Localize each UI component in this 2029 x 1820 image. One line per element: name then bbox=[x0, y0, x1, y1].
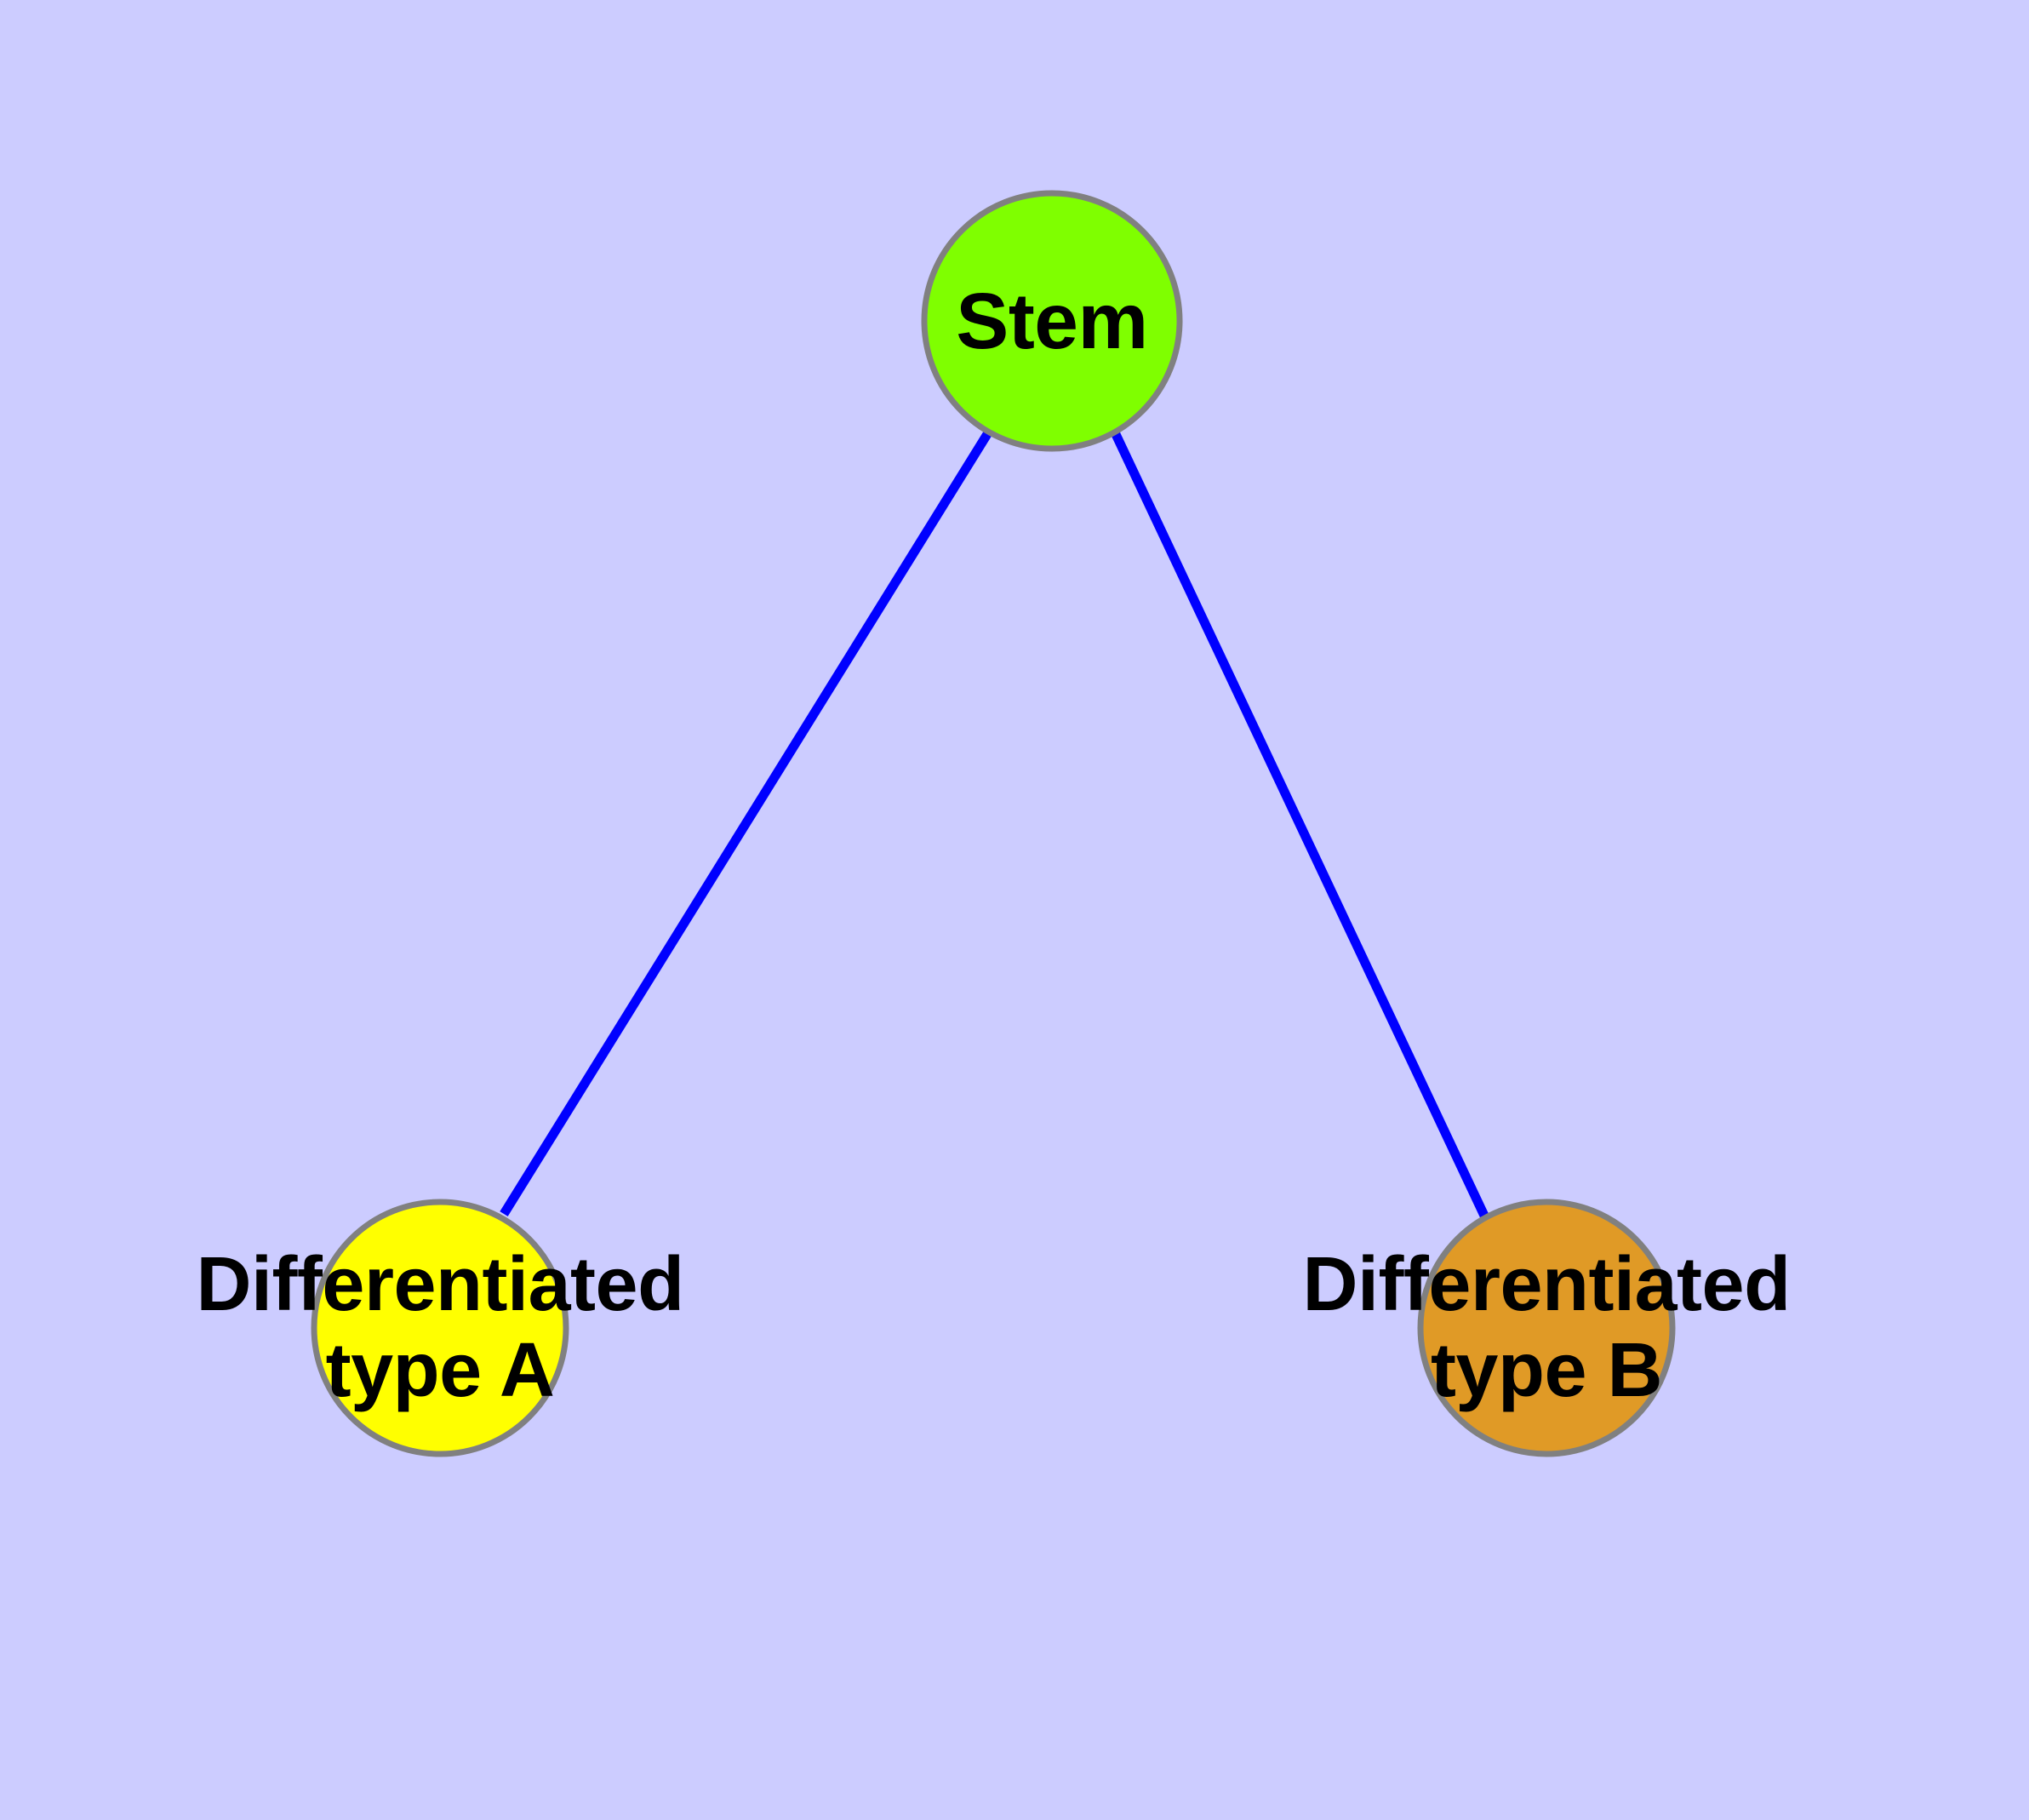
node-layer bbox=[311, 190, 1676, 1457]
edge-stem-to-diff-b[interactable] bbox=[1111, 430, 1489, 1218]
edge-layer bbox=[500, 430, 1489, 1218]
node-diff-a-circle[interactable] bbox=[311, 1199, 569, 1457]
edge-stem-to-diff-a[interactable] bbox=[500, 432, 992, 1216]
node-diff-b-circle[interactable] bbox=[1417, 1199, 1676, 1457]
node-stem-circle[interactable] bbox=[921, 190, 1183, 452]
